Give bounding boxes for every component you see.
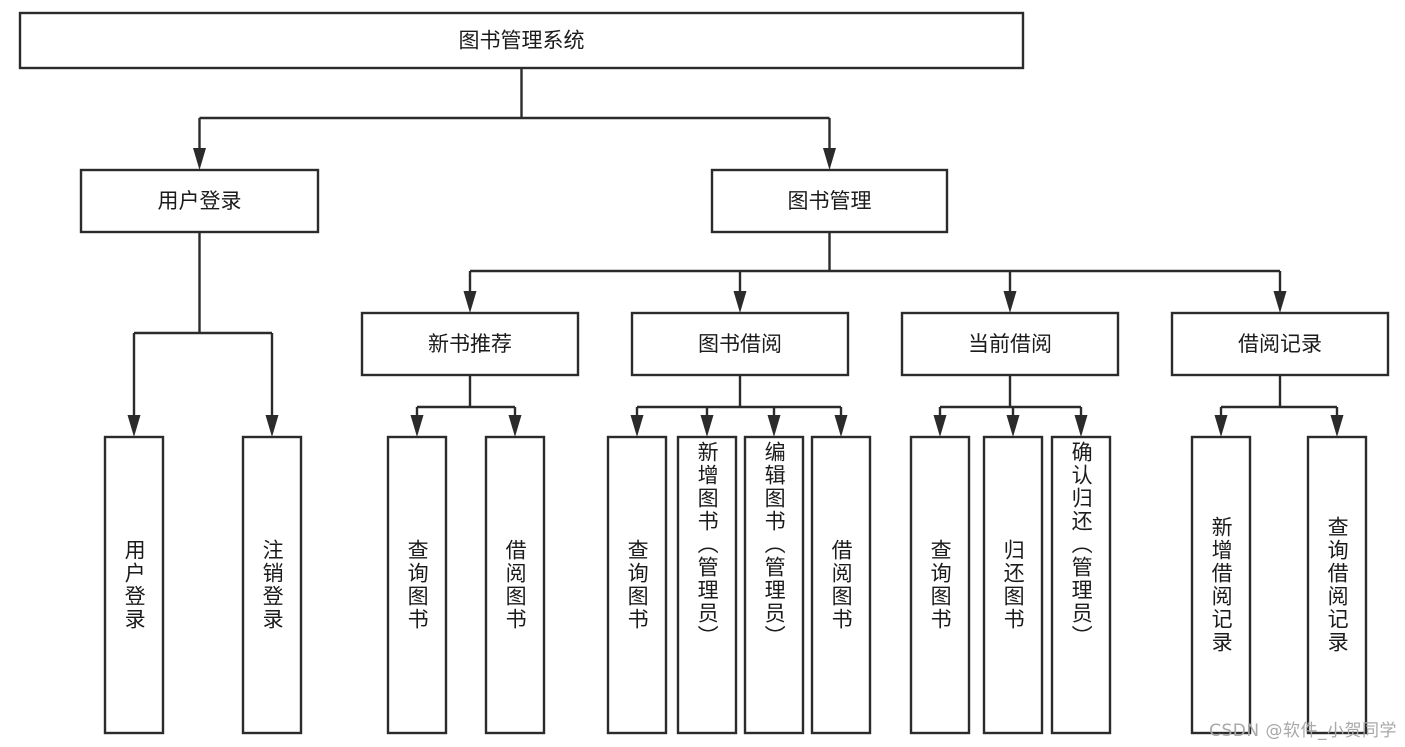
arrow-head-icon [463,291,477,313]
level3-node-label: 图书借阅 [698,332,782,356]
connectors-layer [127,68,1344,437]
arrow-head-icon [700,415,714,437]
leaf-node-box [386,435,448,735]
arrow-head-icon [823,148,836,170]
arrow-head-icon [410,415,424,437]
arrow-head-icon [265,415,279,437]
leaf-node-box [743,435,805,735]
leaf-node-box [1050,435,1112,735]
arrow-head-icon [508,415,522,437]
leaf-node-box [810,435,872,735]
arrow-head-icon [1273,291,1287,313]
leaf-node-box [982,435,1044,735]
arrow-head-icon [1006,415,1020,437]
arrow-head-icon [767,415,781,437]
leaf-node-box [484,435,546,735]
leaf-node-box [1306,435,1368,735]
level3-node-box [360,311,580,377]
level2-node-label: 图书管理 [788,189,872,213]
arrow-head-icon [933,415,947,437]
level2-node-box [79,168,320,234]
level3-node-label: 借阅记录 [1238,332,1322,356]
level3-node-label: 当前借阅 [968,332,1052,356]
watermark-text: CSDN @软件_小贺同学 [1209,721,1397,741]
leaf-node-box [103,435,165,735]
leaf-node-box [676,435,738,735]
nodes-layer [18,11,1390,735]
root-node-label: 图书管理系统 [459,29,585,53]
arrow-head-icon [1074,415,1088,437]
arrow-head-icon [127,415,141,437]
arrow-head-icon [1003,291,1017,313]
leaf-node-box [241,435,303,735]
leaf-node-box [606,435,668,735]
level2-node-box [710,168,949,234]
arrow-head-icon [733,291,747,313]
leaf-node-box [1190,435,1252,735]
root-node-box [18,11,1025,70]
arrow-head-icon [193,148,206,170]
arrow-head-icon [1330,415,1344,437]
arrow-head-icon [834,415,848,437]
level3-node-box [900,311,1120,377]
arrow-head-icon [1214,415,1228,437]
arrow-head-icon [630,415,644,437]
level3-node-label: 新书推荐 [428,332,512,356]
level3-node-box [1170,311,1390,377]
leaf-node-box [909,435,971,735]
level3-node-box [630,311,850,377]
level2-node-label: 用户登录 [158,189,242,213]
